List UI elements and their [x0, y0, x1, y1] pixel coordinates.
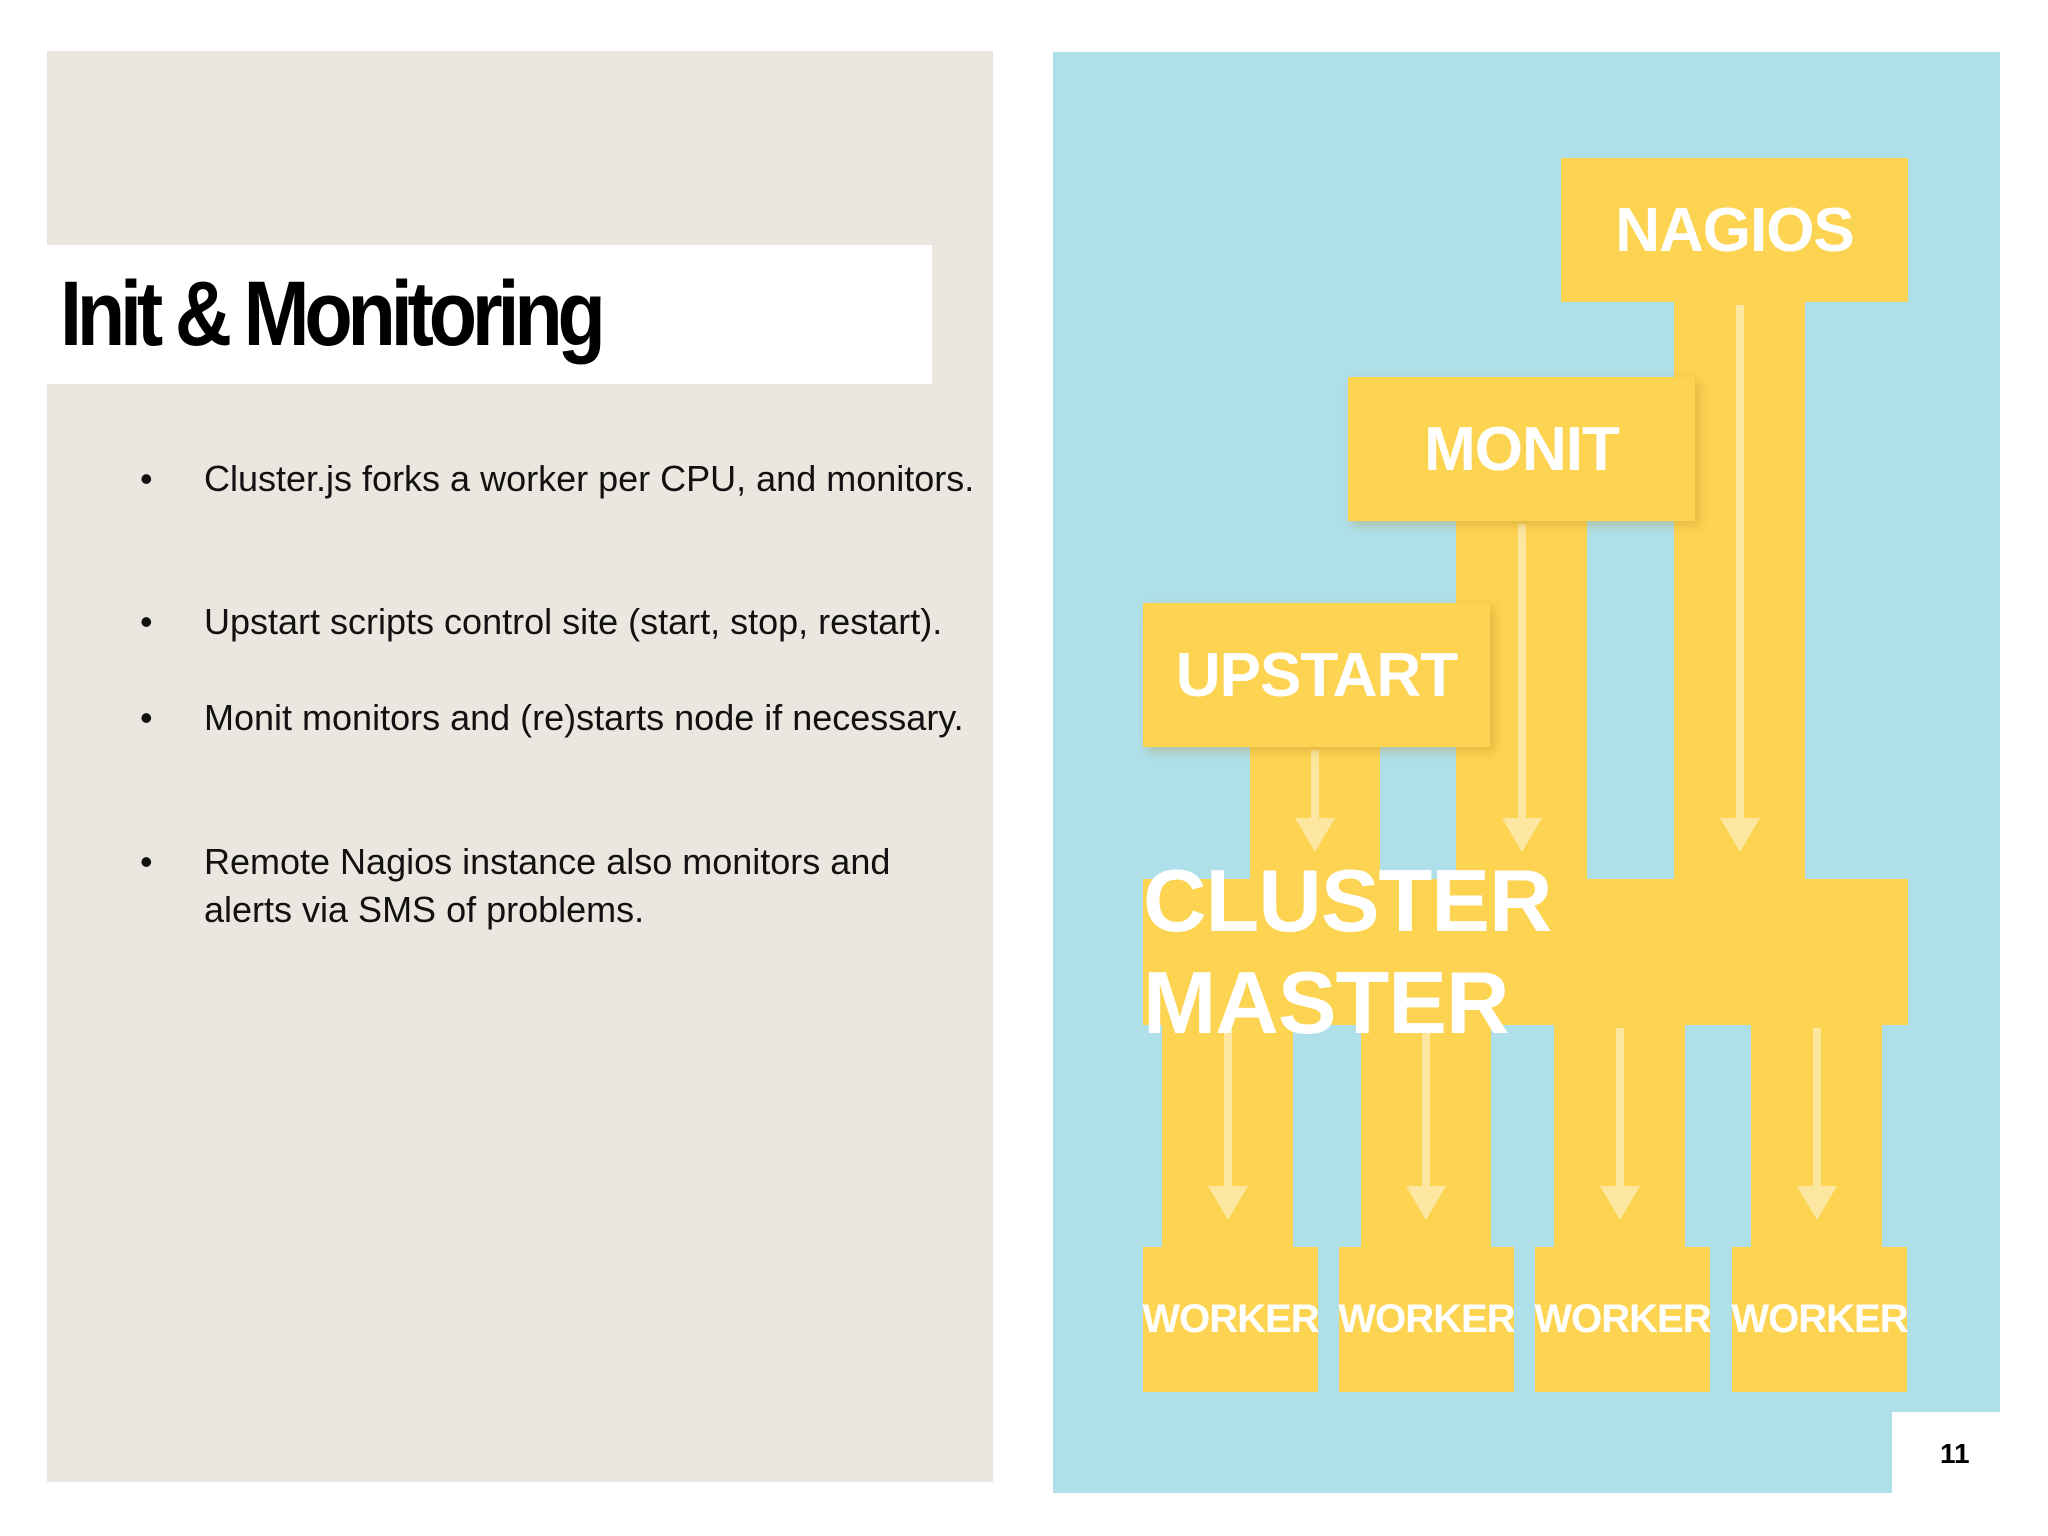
- bullet-icon: •: [140, 697, 153, 738]
- bullet-item: • Upstart scripts control site (start, s…: [140, 598, 980, 648]
- worker-box: WORKER: [1142, 1247, 1320, 1392]
- worker-box: WORKER: [1534, 1247, 1712, 1392]
- bullet-icon: •: [140, 601, 153, 642]
- bullet-item: • Remote Nagios instance also monitors a…: [140, 838, 980, 938]
- bullet-text: Upstart scripts control site (start, sto…: [204, 601, 943, 642]
- monit-box: MONIT: [1348, 377, 1695, 521]
- page-number: 11: [1940, 1438, 1970, 1469]
- bullet-icon: •: [140, 458, 153, 499]
- slide-title: Init & Monitoring: [60, 263, 606, 365]
- arrow-down-icon: [1406, 1028, 1446, 1220]
- arrow-down-icon: [1720, 305, 1760, 852]
- bullet-item: • Monit monitors and (re)starts node if …: [140, 694, 980, 794]
- bullet-item: • Cluster.js forks a worker per CPU, and…: [140, 455, 980, 555]
- bullet-text: Cluster.js forks a worker per CPU, and m…: [204, 458, 975, 499]
- arrow-down-icon: [1797, 1028, 1837, 1220]
- bullet-icon: •: [140, 841, 153, 882]
- bullet-text: Monit monitors and (re)starts node if ne…: [204, 697, 964, 738]
- upstart-box: UPSTART: [1143, 603, 1490, 747]
- arrow-down-icon: [1208, 1028, 1248, 1220]
- arrow-down-icon: [1600, 1028, 1640, 1220]
- arrow-down-icon: [1295, 750, 1335, 852]
- bullet-text: Remote Nagios instance also monitors and…: [204, 841, 891, 930]
- nagios-box: NAGIOS: [1561, 158, 1908, 302]
- arrow-down-icon: [1502, 524, 1542, 852]
- page-number-box: [1892, 1412, 2000, 1493]
- cluster-master-box: CLUSTER MASTER: [1143, 851, 1908, 1052]
- title-band: [47, 245, 932, 384]
- worker-box: WORKER: [1731, 1247, 1909, 1392]
- worker-box: WORKER: [1338, 1247, 1516, 1392]
